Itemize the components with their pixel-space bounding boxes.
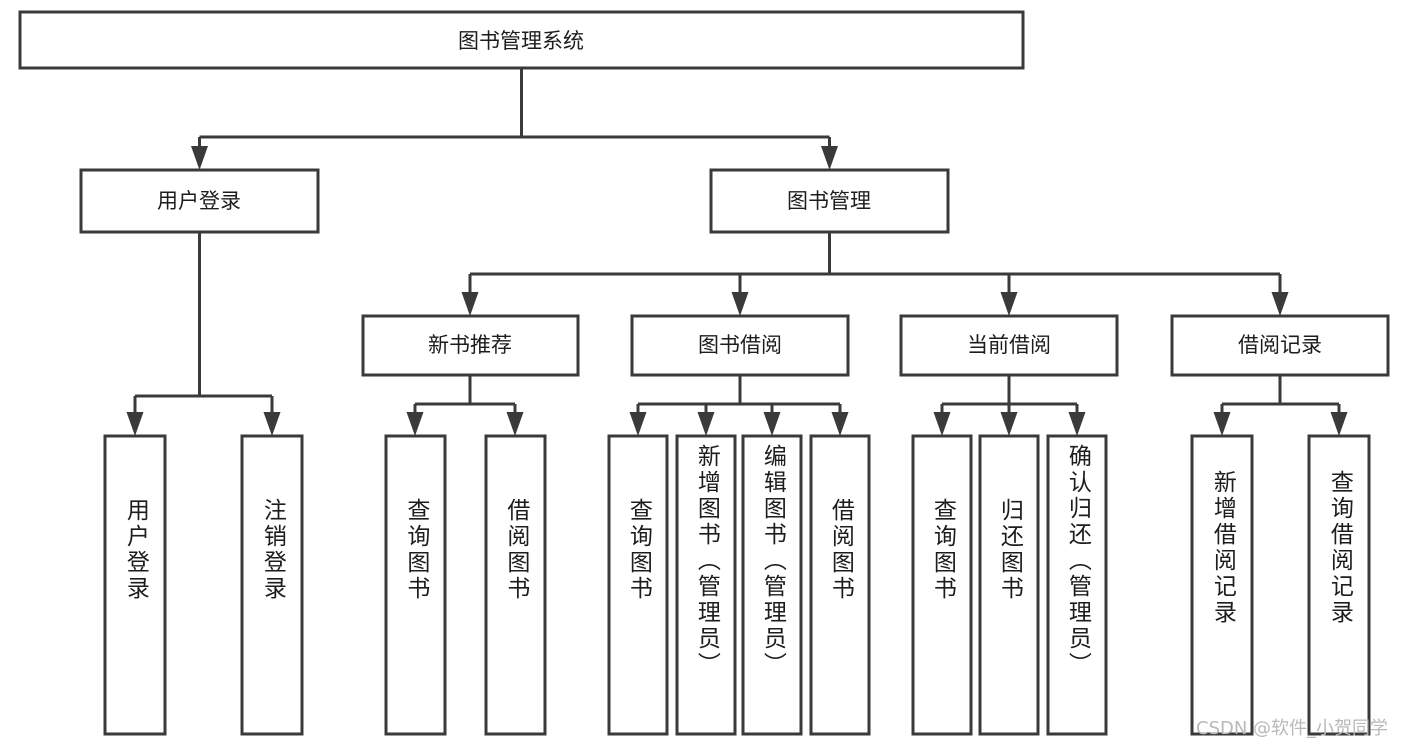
connector-bookmanage-bus	[468, 232, 1282, 298]
connector-currentborrow-bus	[940, 375, 1079, 418]
label-leaf-query-book-1: 查询图书	[402, 498, 429, 602]
arrow-to-leaf-query-book-1	[406, 412, 424, 436]
node-leaf-borrow-book-2[interactable]	[809, 434, 871, 736]
label-leaf-query-book-2: 查询图书	[625, 498, 652, 602]
node-leaf-query-book-3[interactable]	[911, 434, 973, 736]
connector-newbook-bus	[413, 375, 517, 418]
arrow-to-leaf-borrow-book-1	[506, 412, 524, 436]
node-leaf-query-book-2[interactable]	[607, 434, 669, 736]
connector-bookborrow-bus	[636, 375, 842, 418]
label-current-borrow: 当前借阅	[967, 333, 1051, 357]
node-leaf-confirm-return[interactable]	[1046, 434, 1108, 736]
node-book-borrow[interactable]	[630, 314, 850, 377]
arrow-to-new-book-rec	[461, 292, 479, 316]
node-leaf-query-book-1[interactable]	[384, 434, 447, 736]
arrow-to-leaf-user-logout	[263, 412, 281, 436]
label-leaf-edit-book: 编辑图书（管理员）	[759, 444, 786, 678]
node-leaf-edit-book[interactable]	[741, 434, 803, 736]
arrow-to-leaf-edit-book	[763, 412, 781, 436]
node-leaf-user-login[interactable]	[103, 434, 167, 736]
label-leaf-add-book: 新增图书（管理员）	[693, 444, 720, 678]
connector-userlogin-bus	[133, 232, 274, 418]
connector-layer	[126, 68, 1348, 436]
arrow-to-leaf-add-record	[1213, 412, 1231, 436]
arrow-to-leaf-query-book-3	[933, 412, 951, 436]
label-leaf-query-book-3: 查询图书	[929, 498, 956, 602]
arrow-to-book-manage	[821, 146, 838, 170]
label-leaf-confirm-return: 确认归还（管理员）	[1064, 444, 1091, 678]
arrow-to-leaf-query-book-2	[629, 412, 647, 436]
arrow-to-leaf-confirm-return	[1068, 412, 1086, 436]
label-user-login: 用户登录	[157, 189, 241, 213]
node-layer	[18, 10, 1390, 736]
arrow-to-leaf-return-book	[1000, 412, 1018, 436]
arrow-to-user-login	[191, 146, 208, 170]
node-leaf-add-book[interactable]	[675, 434, 737, 736]
connector-borrowrecord-bus	[1220, 375, 1341, 418]
label-book-borrow: 图书借阅	[698, 333, 782, 357]
label-root: 图书管理系统	[458, 29, 584, 53]
node-borrow-record[interactable]	[1170, 314, 1390, 377]
label-leaf-borrow-book-1: 借阅图书	[502, 498, 529, 602]
label-leaf-borrow-book-2: 借阅图书	[827, 498, 854, 602]
node-leaf-return-book[interactable]	[978, 434, 1040, 736]
node-root[interactable]	[18, 10, 1025, 70]
connector-root-bus	[198, 68, 831, 152]
node-new-book-rec[interactable]	[361, 314, 580, 377]
watermark-text: CSDN @软件_小贺同学	[1196, 718, 1389, 739]
arrow-to-borrow-record	[1271, 292, 1289, 316]
node-leaf-query-record[interactable]	[1307, 434, 1371, 736]
node-current-borrow[interactable]	[899, 314, 1119, 377]
arrow-to-leaf-query-record	[1330, 412, 1348, 436]
node-leaf-user-logout[interactable]	[240, 434, 304, 736]
label-leaf-add-record: 新增借阅记录	[1209, 470, 1236, 626]
node-leaf-borrow-book-1[interactable]	[484, 434, 547, 736]
label-leaf-user-logout: 注销登录	[259, 498, 286, 602]
arrow-to-leaf-user-login	[126, 412, 144, 436]
label-book-manage: 图书管理	[787, 189, 871, 213]
label-leaf-user-login: 用户登录	[122, 498, 149, 602]
node-book-manage[interactable]	[709, 168, 950, 234]
label-layer: 图书管理系统 用户登录 图书管理 新书推荐 图书借阅 当前借阅 借阅记录	[157, 29, 1322, 357]
arrow-to-leaf-borrow-book-2	[831, 412, 849, 436]
arrow-to-book-borrow	[731, 292, 749, 316]
node-user-login[interactable]	[79, 168, 320, 234]
label-leaf-query-record: 查询借阅记录	[1326, 470, 1353, 626]
label-borrow-record: 借阅记录	[1238, 333, 1322, 357]
arrow-to-leaf-add-book	[697, 412, 715, 436]
arrow-to-current-borrow	[1000, 292, 1018, 316]
node-leaf-add-record[interactable]	[1190, 434, 1254, 736]
label-leaf-return-book: 归还图书	[996, 498, 1023, 602]
label-new-book-rec: 新书推荐	[428, 333, 512, 357]
